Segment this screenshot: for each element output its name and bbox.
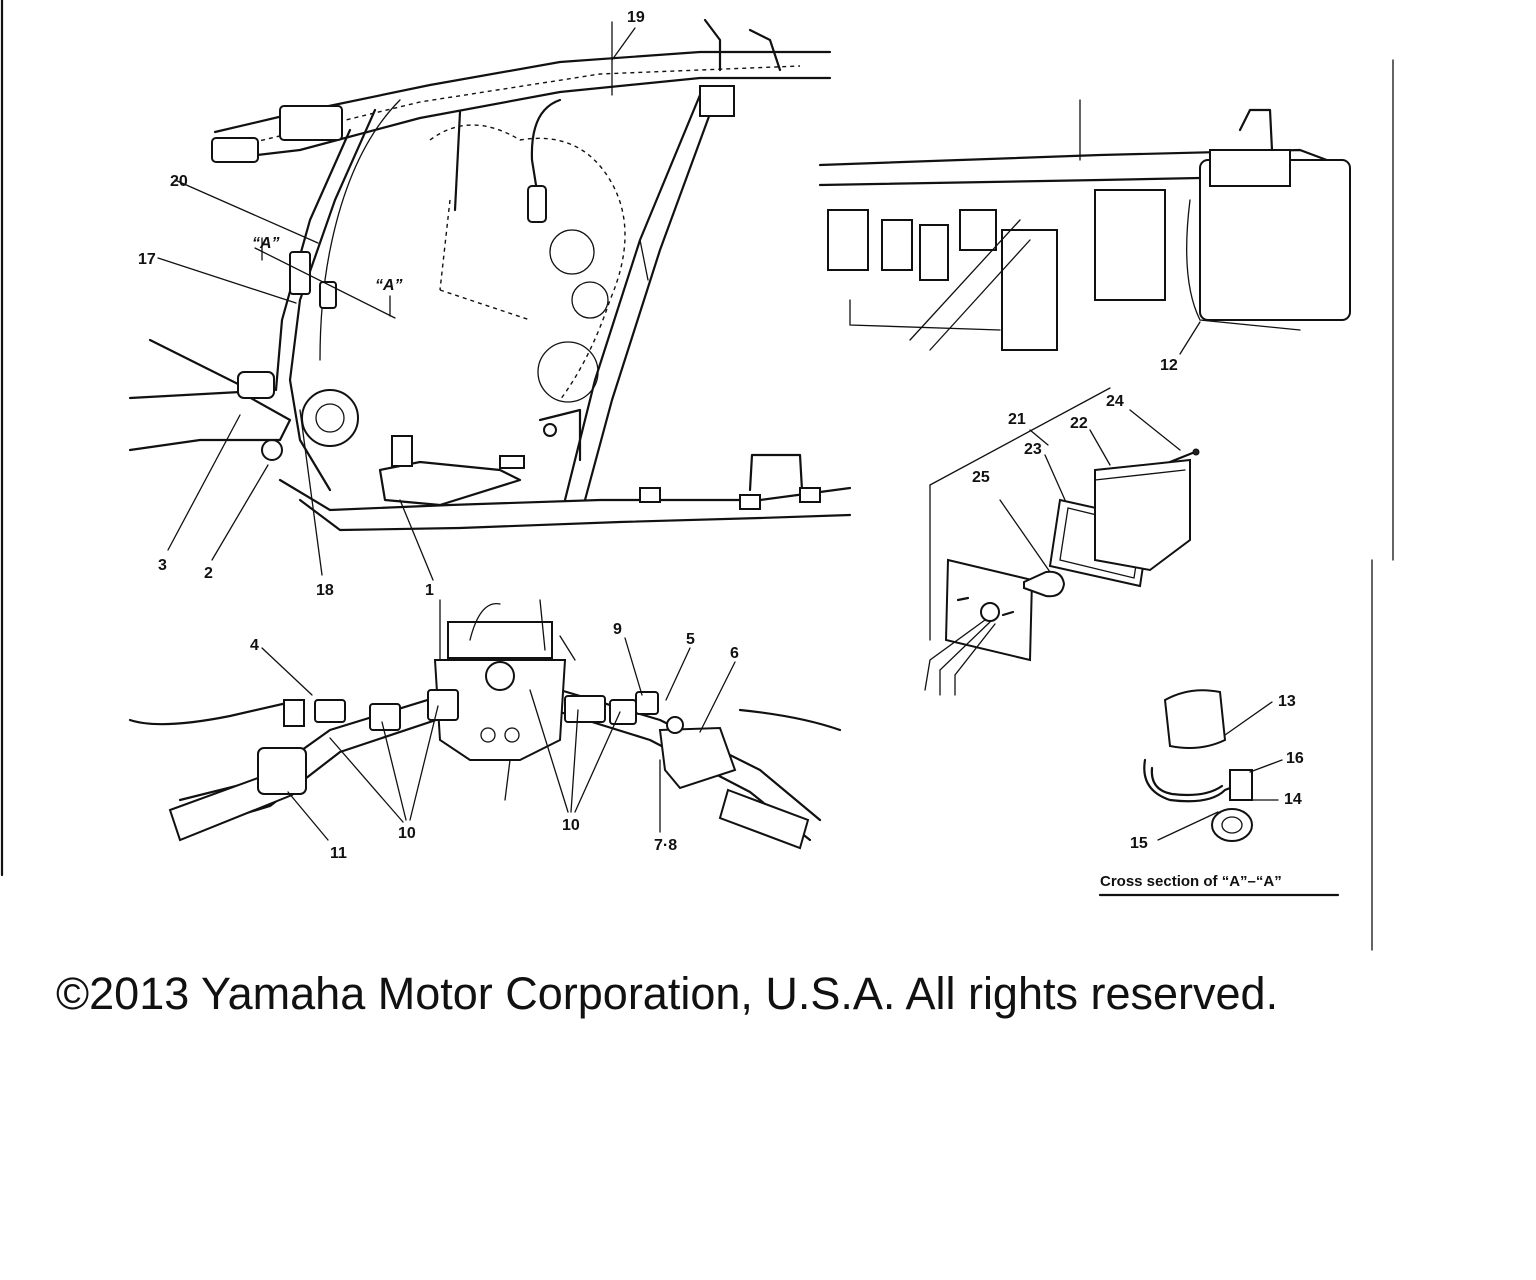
cross-section-caption: Cross section of “A”–“A” (1100, 873, 1282, 890)
callout-2: 2 (204, 565, 213, 582)
callout-10-right: 10 (562, 817, 580, 834)
section-marker-a-right: “A” (375, 277, 403, 294)
section-marker-a-left: “A” (252, 235, 280, 252)
callout-5: 5 (686, 631, 695, 648)
callout-4: 4 (250, 637, 259, 654)
callout-12: 12 (1160, 357, 1178, 374)
cross-section-illustration (1098, 689, 1340, 897)
leader-lines-handlebar (261, 637, 736, 841)
callout-17: 17 (138, 251, 156, 268)
frame-illustration (128, 18, 852, 532)
callout-18: 18 (316, 582, 334, 599)
callout-labels: 1 2 3 4 5 6 7·8 9 10 10 11 12 13 14 15 1… (138, 9, 1304, 890)
tail-light-illustration (924, 387, 1200, 696)
callout-19: 19 (627, 9, 645, 26)
callout-11: 11 (330, 845, 347, 862)
callout-22: 22 (1070, 415, 1088, 432)
callout-3: 3 (158, 557, 167, 574)
callout-23: 23 (1024, 441, 1042, 458)
callout-14: 14 (1284, 791, 1302, 808)
callout-9: 9 (613, 621, 622, 638)
callout-16: 16 (1286, 750, 1304, 767)
leader-lines-frame (157, 27, 636, 581)
electrical-box-illustration (818, 99, 1351, 355)
callout-6: 6 (730, 645, 739, 662)
handlebar-illustration (128, 599, 842, 850)
callout-15: 15 (1130, 835, 1148, 852)
copyright-notice: ©2013 Yamaha Motor Corporation, U.S.A. A… (56, 968, 1279, 1019)
callout-20: 20 (170, 173, 188, 190)
callout-21: 21 (1008, 411, 1026, 428)
callout-25: 25 (972, 469, 990, 486)
callout-24: 24 (1106, 393, 1124, 410)
callout-13: 13 (1278, 693, 1296, 710)
callout-7-8: 7·8 (654, 837, 677, 854)
callout-10-left: 10 (398, 825, 416, 842)
callout-1: 1 (425, 582, 434, 599)
